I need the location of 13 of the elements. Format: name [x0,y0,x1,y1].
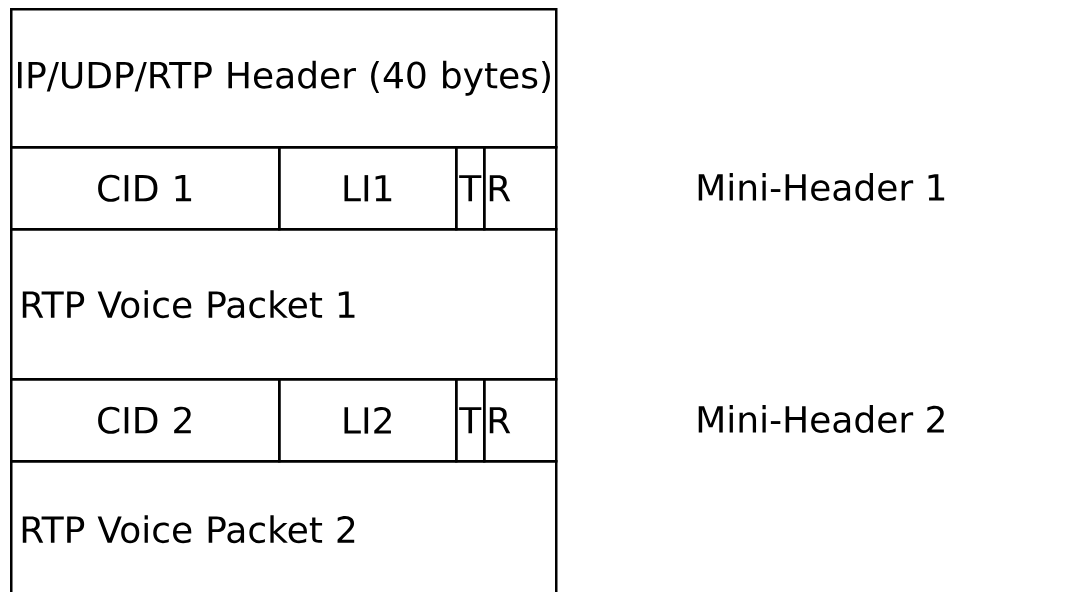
payload-field: RTP Voice Packet 2 [10,460,558,592]
payload-field: RTP Voice Packet 1 [10,228,558,381]
header-field: CID 1 [10,146,281,231]
header-field: CID 2 [10,378,281,463]
flag-field: R [483,378,558,463]
flag-field: R [483,146,558,231]
field-label: Mini-Header 1 [698,173,945,201]
flag-field: T [455,378,486,463]
header-field: LI2 [278,378,458,463]
header-field: LI1 [278,146,458,231]
header-field: IP/UDP/RTP Header (40 bytes) [10,8,558,149]
field-label: Mini-Header 2 [698,405,944,433]
flag-field: T [455,146,486,231]
